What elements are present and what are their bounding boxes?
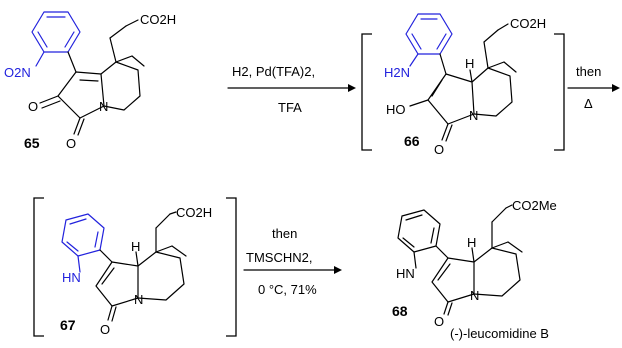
compound-67: CO2H HN O N H 67 [60, 205, 212, 337]
carbonyl-oxygen-label: O [28, 99, 38, 114]
left-bracket [361, 33, 372, 151]
methyl-ester-label: CO2Me [512, 198, 557, 213]
compound-number: 67 [60, 317, 76, 333]
compound-name: (-)-leucomidine B [450, 326, 549, 341]
pyrrolidinedione-ring [57, 71, 105, 119]
reagents-label: H2, Pd(TFA)2, [232, 64, 315, 79]
carboxylic-acid-label: CO2H [176, 205, 212, 220]
compound-68: CO2Me HN O N H 68 (-)-leucomidine B [392, 198, 557, 341]
hydrogen-label: H [131, 239, 140, 254]
piperidine-ring [137, 251, 185, 301]
compound-number: 65 [24, 135, 40, 151]
arrow-head [348, 84, 356, 92]
indole-nh-label: HN [396, 266, 415, 281]
hydroxyl-label: HO [386, 102, 406, 117]
step-1: H2, Pd(TFA)2, TFA [227, 64, 356, 115]
nitrogen-label: N [134, 292, 143, 307]
compound-66: CO2H H2N HO O N H 66 [384, 13, 546, 157]
nitrogen-label: N [99, 99, 108, 114]
piperidine-ring [471, 67, 513, 117]
carbonyl-oxygen-label: O [100, 322, 110, 337]
carboxylic-acid-label: CO2H [140, 12, 176, 27]
condition-then-label: then [272, 226, 297, 241]
nitrogen-label: N [470, 288, 479, 303]
solvent-label: TFA [278, 100, 302, 115]
carbonyl-oxygen-label: O [434, 142, 444, 157]
pyrrole-lactam-ring [95, 261, 139, 307]
carbonyl-oxygen-label: O [434, 314, 444, 329]
indole-nh-label: HN [62, 270, 81, 285]
nitro-label: O2N [4, 65, 31, 80]
temperature-yield-label: 0 °C, 71% [258, 282, 317, 297]
reagent-label: TMSCHN2, [246, 250, 312, 265]
nitro-bond [35, 51, 45, 67]
step-2: then Δ [567, 64, 620, 111]
step-3: then TMSCHN2, 0 °C, 71% [243, 226, 342, 297]
carbonyl-oxygen-label: O [66, 136, 76, 151]
compound-number: 66 [404, 133, 420, 149]
amine-label: H2N [384, 65, 410, 80]
arrow-head [334, 266, 342, 274]
compound-number: 68 [392, 303, 408, 319]
piperidine-ring [473, 247, 521, 297]
right-bracket [226, 197, 237, 337]
condition-then-label: then [576, 64, 601, 79]
compound-65: CO2H O2N O O N 65 [4, 11, 176, 151]
pyrrole-lactam-ring [431, 257, 475, 303]
nitrogen-label: N [469, 108, 478, 123]
carboxylic-acid-label: CO2H [510, 16, 546, 31]
left-bracket [33, 197, 44, 337]
hydrogen-label: H [465, 56, 474, 71]
arrow-head [612, 84, 620, 92]
nitrophenyl-ring [31, 11, 81, 53]
right-bracket [554, 33, 565, 151]
heat-label: Δ [584, 96, 593, 111]
piperidine-ring [100, 61, 141, 111]
aminophenyl-ring [405, 13, 453, 55]
hydrogen-label: H [467, 235, 476, 250]
pyrrolone-ring [427, 73, 475, 125]
